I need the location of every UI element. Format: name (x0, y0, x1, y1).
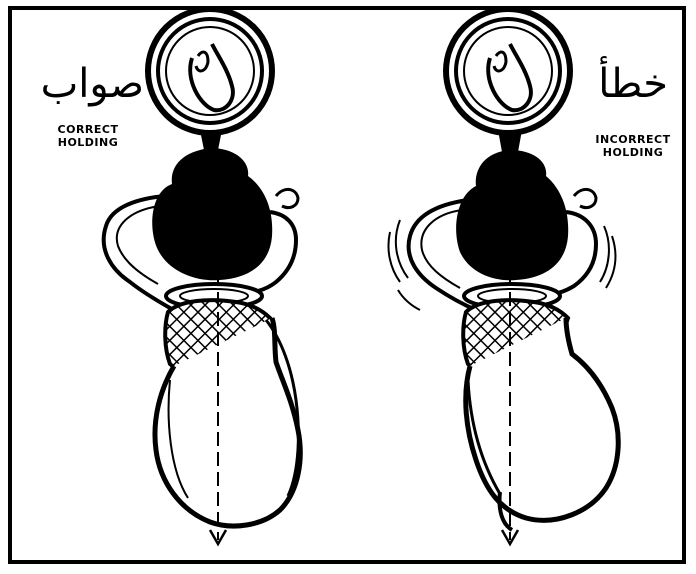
incorrect-label-line2: HOLDING (580, 146, 686, 159)
baby-body-left (152, 148, 272, 280)
incorrect-english-label: INCORRECT HOLDING (580, 133, 686, 159)
baby-head-left (148, 9, 272, 133)
correct-label-line1: CORRECT (40, 123, 136, 136)
baby-head-right (446, 9, 570, 133)
correct-english-label: CORRECT HOLDING (40, 123, 136, 149)
correct-label-line2: HOLDING (40, 136, 136, 149)
baby-body-right (456, 150, 568, 280)
incorrect-label-line1: INCORRECT (580, 133, 686, 146)
correct-arabic-label: صواب (26, 64, 144, 104)
incorrect-arabic-label: خطأ (572, 64, 668, 104)
